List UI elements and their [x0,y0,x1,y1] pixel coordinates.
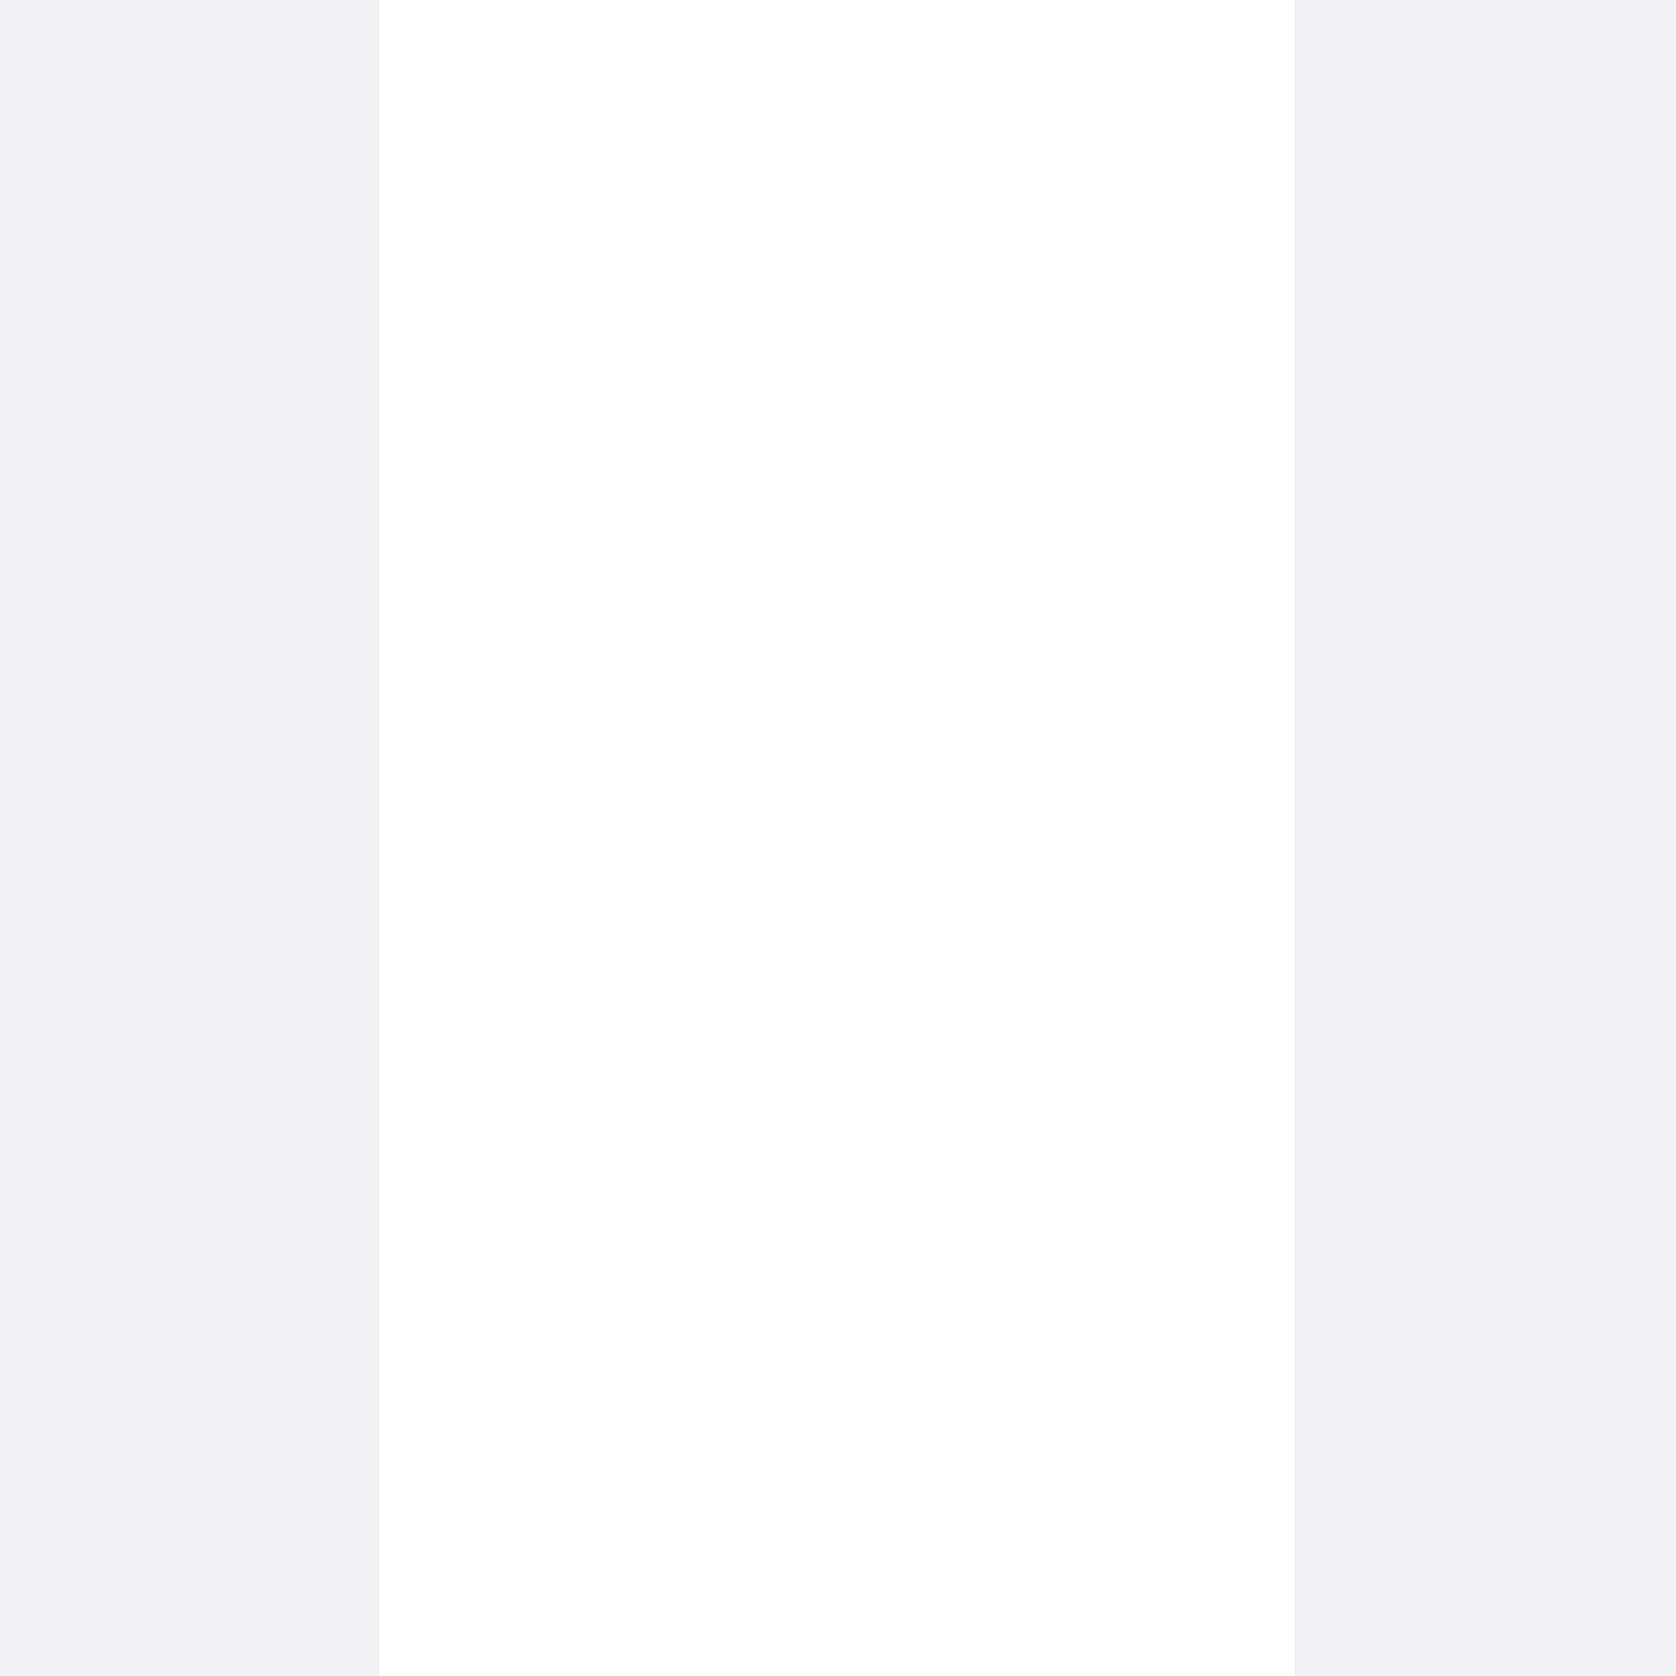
left-gutter [0,0,379,1676]
right-gutter [1295,0,1676,1676]
main-content-column [379,0,1295,1676]
blank-page-content [379,0,1295,1676]
